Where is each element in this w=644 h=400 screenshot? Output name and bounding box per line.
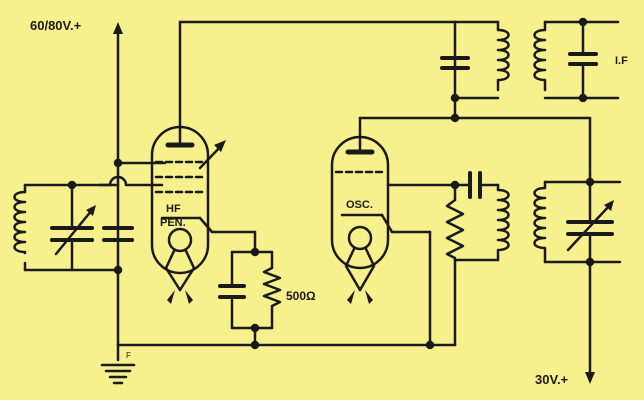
positive-supply-rail bbox=[113, 22, 123, 362]
supply-bottom-label: 30V.+ bbox=[535, 372, 569, 387]
if-output-label: I.F bbox=[615, 55, 628, 67]
hf-anode-line bbox=[178, 20, 457, 42]
hf-valve-label: HF bbox=[166, 203, 181, 215]
input-tuned-circuit bbox=[13, 180, 134, 275]
hf-valve-type-label: PEN. bbox=[160, 217, 186, 229]
hf-pentode-valve bbox=[150, 20, 226, 304]
oscillator-grid-network bbox=[386, 171, 510, 350]
oscillator-valve bbox=[330, 116, 394, 304]
earth-symbol bbox=[100, 363, 136, 385]
oscillator-tuned-circuit bbox=[453, 116, 622, 384]
if-transformer-primary bbox=[440, 20, 510, 120]
earth-mark-label: F bbox=[126, 351, 131, 360]
cathode-bias-network bbox=[210, 230, 282, 350]
osc-valve-label: OSC. bbox=[346, 199, 373, 211]
if-transformer-secondary bbox=[533, 17, 620, 103]
grid-lead bbox=[98, 158, 167, 187]
cathode-resistor-label: 500Ω bbox=[286, 289, 316, 303]
osc-anode-line bbox=[358, 113, 460, 123]
supply-top-label: 60/80V.+ bbox=[30, 18, 82, 33]
